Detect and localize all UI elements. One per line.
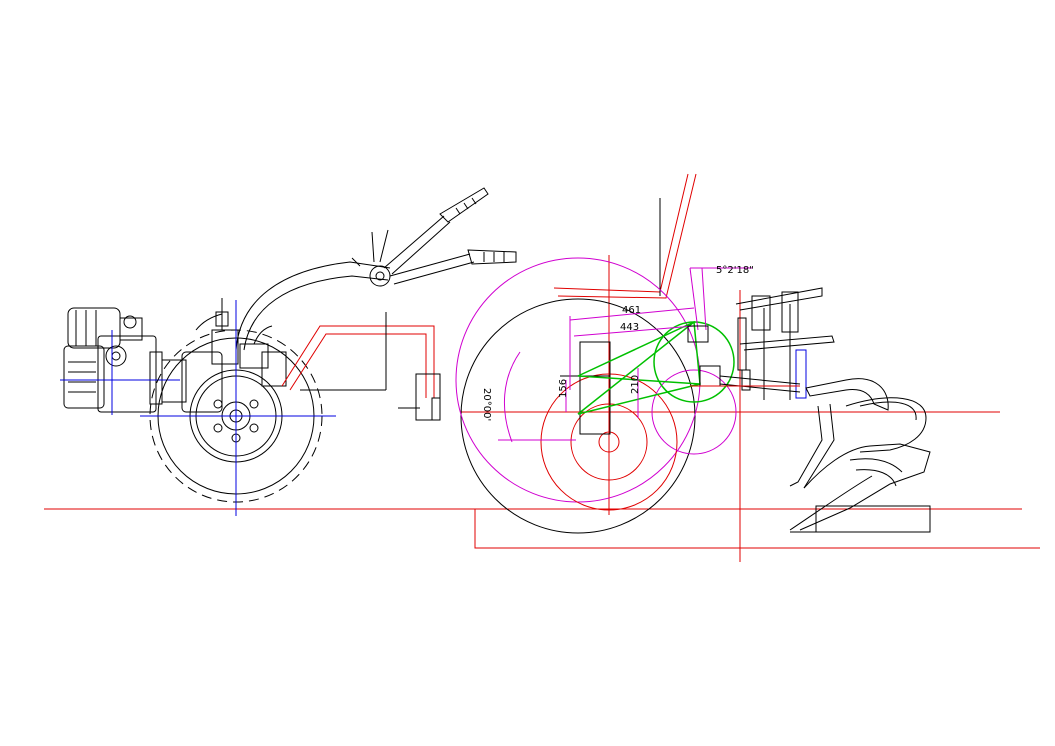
dimension-labels: 461 443 210 156 20°00' 5°2'18" [481,265,754,421]
handlebars [235,187,517,351]
tool-bar-assembly [687,287,835,400]
engine-block [60,307,187,415]
dimension-angle-top-label: 5°2'18" [716,265,754,276]
hitch-frame [281,312,441,421]
transmission-housing [181,298,287,413]
dimension-lines [498,267,752,443]
dimension-443-label: 443 [620,322,639,333]
dimension-461-label: 461 [622,305,641,316]
drive-wheel [140,300,336,516]
dimension-156-label: 156 [558,379,569,398]
linkage-triangle [577,320,701,415]
ground-reference-lines [44,255,1040,562]
plow-bodies [789,378,931,533]
dimension-210-label: 210 [630,375,641,394]
seat [553,173,697,299]
dimension-angle-left-label: 20°00' [481,388,492,421]
